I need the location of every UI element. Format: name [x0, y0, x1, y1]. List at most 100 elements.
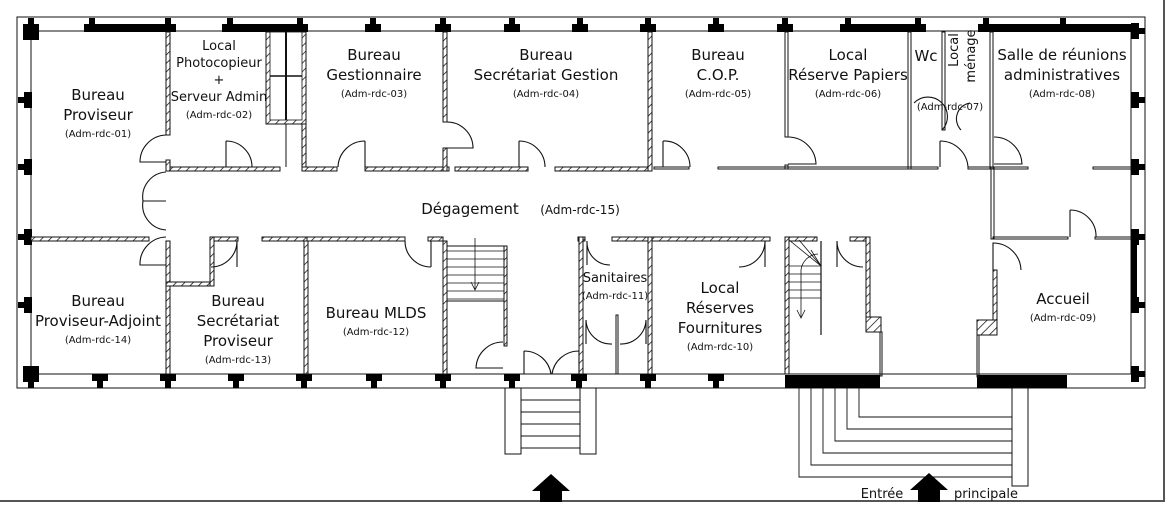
room-name-line: administratives — [1004, 66, 1120, 84]
room-code: (Adm-rdc-13) — [205, 355, 271, 366]
pillar — [435, 24, 451, 32]
staircase-spiral — [788, 239, 822, 335]
pillar — [571, 374, 587, 381]
pillar — [97, 380, 103, 388]
room-code: (Adm-rdc-02) — [186, 110, 252, 121]
pillar — [18, 302, 25, 308]
pillar — [713, 18, 719, 25]
room-code: (Adm-rdc-08) — [1029, 89, 1095, 100]
pillar — [18, 97, 25, 103]
room-name-line: Réserve Papiers — [788, 66, 908, 84]
room-label-adm-rdc-09: Accueil (Adm-rdc-09) — [1030, 290, 1096, 324]
pillar — [978, 24, 994, 32]
pillar — [160, 24, 176, 32]
room-code: (Adm-rdc-09) — [1030, 313, 1096, 324]
pillar — [640, 374, 656, 381]
structural-pillars — [18, 18, 1145, 388]
pillar — [713, 380, 719, 388]
pillar — [165, 380, 171, 388]
pillar — [18, 164, 25, 170]
server-cabinet — [265, 31, 307, 167]
room-name-line: Local — [701, 279, 740, 297]
pillar — [365, 24, 381, 32]
room-name-line: Gestionnaire — [326, 66, 421, 84]
pillar — [89, 18, 95, 25]
pillar — [1138, 371, 1145, 377]
room-name-line: Fournitures — [678, 319, 763, 337]
room-name-line: ménage — [964, 29, 979, 82]
room-name-line: Sanitaires — [583, 271, 648, 286]
pillar — [504, 24, 520, 32]
pillar — [708, 24, 724, 32]
room-name-line: Local — [829, 46, 868, 64]
room-name-line: Secrétariat — [197, 312, 280, 330]
room-name-line: Local — [202, 39, 236, 54]
room-code: (Adm-rdc-14) — [65, 335, 131, 346]
room-code: (Adm-rdc-06) — [815, 89, 881, 100]
room-code: (Adm-rdc-03) — [341, 89, 407, 100]
room-code: (Adm-rdc-12) — [343, 327, 409, 338]
pillar — [1131, 92, 1139, 108]
room-name-line: Salle de réunions — [997, 46, 1126, 64]
room-name-line: Serveur Admin — [171, 90, 267, 105]
room-name-line: Dégagement — [421, 200, 519, 218]
pillar — [435, 374, 451, 381]
pillar — [840, 24, 856, 32]
pillar — [845, 18, 851, 25]
pillar — [228, 374, 244, 381]
pillar — [504, 374, 520, 381]
pillar — [24, 159, 32, 175]
pillar — [1131, 23, 1139, 39]
staircase-central — [446, 238, 505, 302]
room-name-line: Secrétariat Gestion — [474, 66, 619, 84]
room-name-line: Bureau — [691, 46, 745, 64]
entrance-label-right: principale — [954, 487, 1018, 502]
room-name-line: + — [214, 73, 225, 88]
pillar — [983, 18, 989, 25]
room-name-line: Local — [947, 33, 962, 67]
room-label-adm-rdc-12: Bureau MLDS(Adm-rdc-12) — [326, 304, 427, 338]
pillar — [227, 18, 233, 25]
front-steps — [504, 387, 597, 455]
pillar — [645, 18, 651, 25]
room-name-line: Photocopieur — [176, 56, 262, 71]
partitions — [165, 31, 998, 378]
pillar — [572, 24, 588, 32]
pillar — [222, 24, 238, 32]
pillar — [1131, 159, 1139, 175]
room-name-line: Réserves — [686, 299, 754, 317]
main-entrance-arrow-icon — [910, 473, 948, 502]
pillar — [23, 24, 39, 40]
pillar — [28, 18, 34, 25]
pillar — [1138, 164, 1145, 170]
room-name-line: Wc — [914, 47, 937, 65]
pillar — [440, 18, 446, 25]
pillar — [1138, 302, 1145, 308]
room-code: (Adm-rdc-01) — [65, 129, 131, 140]
room-code: (Adm-rdc-15) — [540, 203, 620, 217]
pillar — [1131, 229, 1139, 245]
room-name-line: C.O.P. — [697, 66, 740, 84]
room-code: (Adm-rdc-10) — [687, 342, 753, 353]
pillar — [777, 24, 793, 32]
room-name-line: Accueil — [1036, 290, 1090, 308]
main-entrance-steps — [798, 387, 1029, 487]
room-label-adm-rdc-15: Dégagement (Adm-rdc-15) — [421, 200, 620, 218]
pillar — [1138, 234, 1145, 240]
pillar — [18, 234, 25, 240]
pillar — [440, 380, 446, 388]
pillar — [292, 24, 308, 32]
pillar — [371, 380, 377, 388]
pillar — [28, 380, 34, 388]
pillar — [370, 18, 376, 25]
